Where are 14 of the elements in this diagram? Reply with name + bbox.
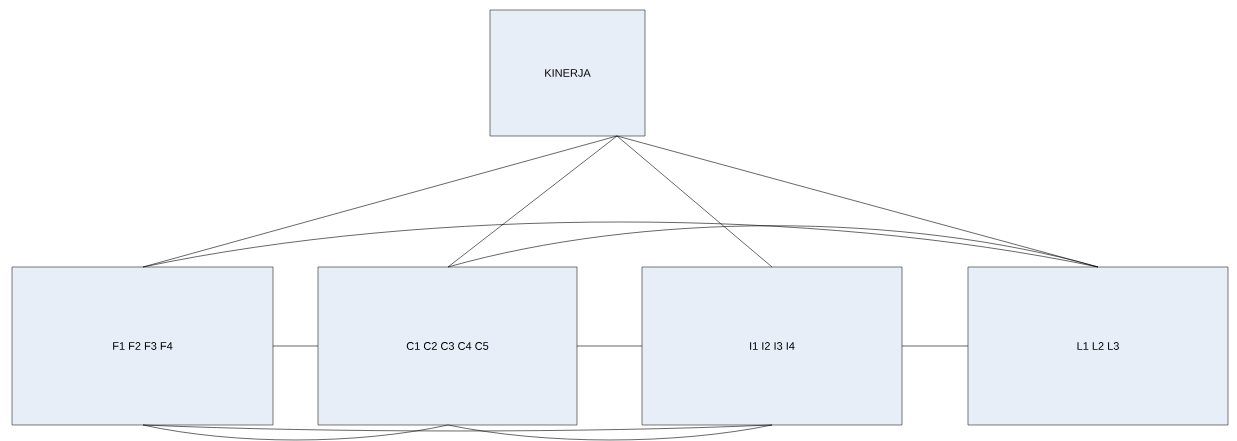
connector-line [142, 424, 449, 441]
connector-line [447, 424, 773, 441]
connector-line [447, 225, 1099, 268]
process-box: I1 I2 I3 I4 [641, 266, 903, 426]
process-box: F1 F2 F3 F4 [11, 266, 274, 426]
connector-line [447, 135, 618, 268]
process-box: L1 L2 L3 [967, 266, 1229, 426]
connector-line [142, 424, 773, 432]
box: KINERJA [489, 9, 646, 137]
process-box: C1 C2 C3 C4 C5 [317, 266, 578, 426]
connector-line [272, 345, 319, 347]
connector-line [901, 345, 969, 347]
connector-line [576, 345, 643, 347]
connector-line [616, 135, 773, 268]
